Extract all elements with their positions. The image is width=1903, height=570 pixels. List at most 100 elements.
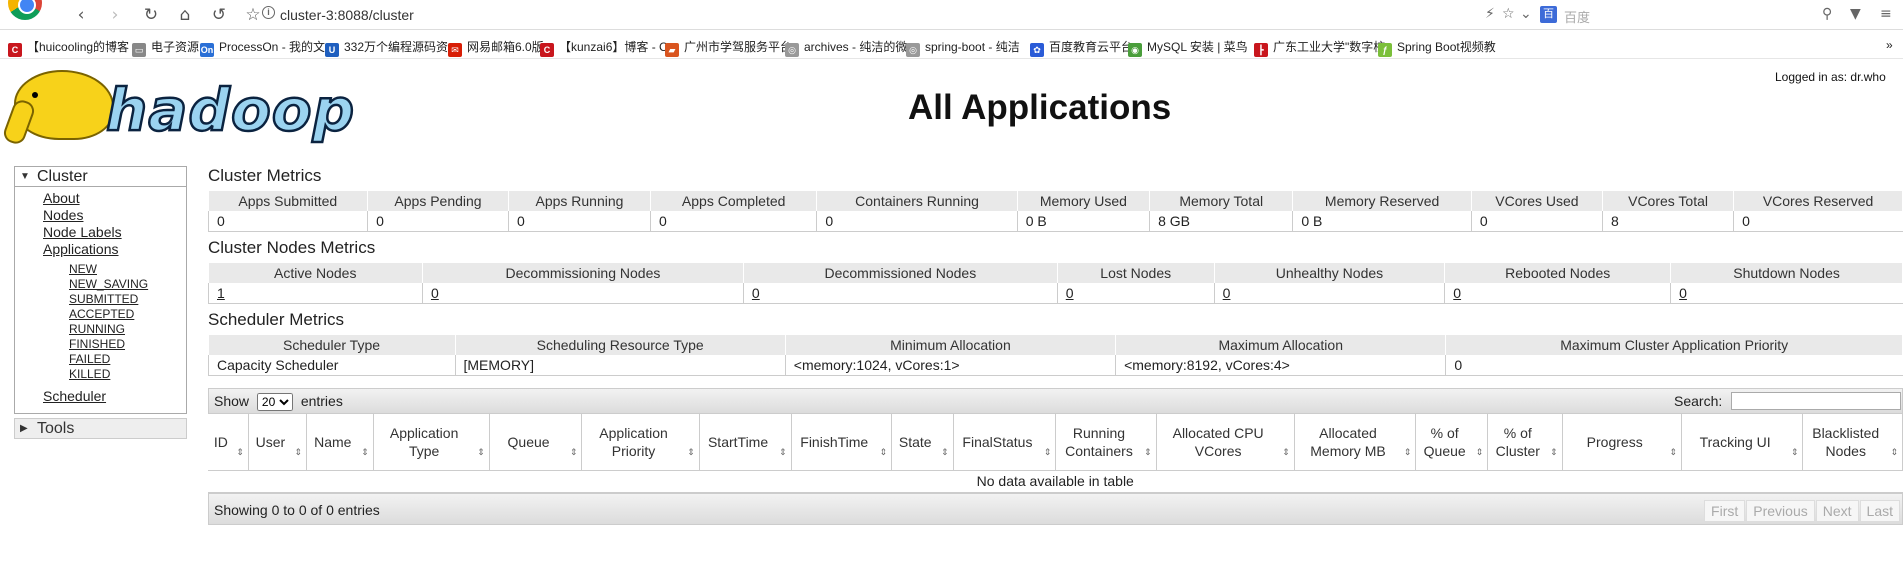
metric-value-memory-used: 0 B [1016,211,1150,232]
sidebar-state-link-failed[interactable]: FAILED [69,352,111,366]
sidebar-state-link-accepted[interactable]: ACCEPTED [69,307,135,321]
bookmark-item[interactable]: ◎archives - 纯洁的微 [785,38,907,57]
undo-icon[interactable]: ↺ [211,5,227,25]
sort-icon: ⇕ [778,447,787,458]
metric-link-active-nodes[interactable]: 1 [217,284,225,301]
column-header-finalstatus[interactable]: FinalStatus⇕ [953,414,1057,471]
metric-value-decommissioned-nodes[interactable]: 0 [742,283,1058,304]
bookmark-item[interactable]: ▭电子资源 [132,38,199,57]
sort-icon: ⇕ [294,447,302,458]
sidebar-link-about[interactable]: About [43,190,80,206]
column-header-progress[interactable]: Progress⇕ [1562,414,1682,471]
hadoop-logo[interactable]: hadoop [14,70,355,145]
bookmark-label: spring-boot - 纯洁 [925,40,1020,54]
column-label: Application Priority [599,424,668,459]
url-field[interactable]: cluster-3:8088/cluster [280,7,414,23]
metric-link-decommissioning-nodes[interactable]: 0 [430,284,439,301]
metric-link-decommissioned-nodes[interactable]: 0 [751,284,760,301]
column-header-finishtime[interactable]: FinishTime⇕ [791,414,892,471]
table-search-input[interactable] [1731,392,1901,410]
column-header-state[interactable]: State⇕ [891,414,954,471]
home-icon[interactable]: ⌂ [179,5,191,25]
column-header-name[interactable]: Name⇕ [306,414,374,471]
metric-value-decommissioning-nodes[interactable]: 0 [421,283,744,304]
metric-link-rebooted-nodes[interactable]: 0 [1453,284,1462,301]
more-icon[interactable]: ≡ [1880,6,1892,22]
sidebar-state-link-finished[interactable]: FINISHED [69,337,126,351]
bookmark-favicon-icon: ┣ [1254,43,1268,57]
triangle-right-icon: ▶ [20,423,28,434]
sidebar-state-link-new-saving[interactable]: NEW_SAVING [69,277,149,291]
bookmark-item[interactable]: C【kunzai6】博客 - C [540,38,668,57]
metric-value-shutdown-nodes[interactable]: 0 [1670,283,1903,304]
metric-value-active-nodes[interactable]: 1 [208,283,423,304]
bookmark-item[interactable]: ▰广州市学驾服务平台 [665,38,792,57]
page-size-select[interactable]: 20 [256,393,293,411]
metric-header-scheduling-resource-type: Scheduling Resource Type [455,335,786,355]
bookmark-item[interactable]: C【huicooling的博客 [8,38,129,57]
sidebar-state-link-new[interactable]: NEW [69,262,97,276]
bookmark-label: 【huicooling的博客 [27,40,130,54]
column-header-of-queue[interactable]: % of Queue⇕ [1415,414,1489,471]
star-icon[interactable]: ☆ [245,5,261,25]
search-label: Search: [1674,393,1723,409]
hadoop-logo-text: hadoop [105,76,356,144]
column-header-application-type[interactable]: Application Type⇕ [373,414,490,471]
metric-link-unhealthy-nodes[interactable]: 0 [1222,284,1231,301]
sidebar-state-link-running[interactable]: RUNNING [69,322,125,336]
reload-icon[interactable]: ↻ [143,5,159,25]
column-header-application-priority[interactable]: Application Priority⇕ [581,414,700,471]
sidebar-link-nodes[interactable]: Nodes [43,207,84,223]
bookmark-item[interactable]: ✉网易邮箱6.0版 [448,38,544,57]
pager-next-button[interactable]: Next [1815,499,1859,522]
sidebar-link-applications[interactable]: Applications [43,241,119,257]
column-header-of-cluster[interactable]: % of Cluster⇕ [1487,414,1563,471]
sidebar-link-scheduler[interactable]: Scheduler [43,388,107,404]
metric-value-containers-running: 0 [816,211,1018,232]
chevron-down-icon[interactable]: ⌄ [1520,6,1532,22]
forward-icon[interactable]: › [111,5,119,25]
browser-logo-icon [8,0,42,20]
tools-accordion-header[interactable]: ▶ Tools [14,418,187,439]
metric-link-lost-nodes[interactable]: 0 [1065,284,1074,301]
back-icon[interactable]: ‹ [77,5,85,25]
bookmark-label: 广东工业大学"数字校 [1273,40,1386,54]
column-header-allocated-cpu-vcores[interactable]: Allocated CPU VCores⇕ [1156,414,1295,471]
flash-icon[interactable]: ⚡ [1485,6,1495,22]
column-header-user[interactable]: User⇕ [248,414,307,471]
pager-first-button[interactable]: First [1704,499,1746,522]
bookmark-star-icon[interactable]: ☆ [1502,6,1515,22]
bookmark-label: 332万个编程源码资 [344,40,449,54]
column-header-tracking-ui[interactable]: Tracking UI⇕ [1681,414,1804,471]
column-header-allocated-memory-mb[interactable]: Allocated Memory MB⇕ [1294,414,1417,471]
pager-last-button[interactable]: Last [1859,499,1900,522]
column-header-queue[interactable]: Queue⇕ [489,414,583,471]
info-icon[interactable]: i [262,6,275,19]
menu-icon[interactable]: ▼ [1850,6,1861,22]
bookmark-item[interactable]: ✿百度教育云平台 [1030,38,1133,57]
sidebar-link-node-labels[interactable]: Node Labels [43,224,122,240]
column-header-running-containers[interactable]: Running Containers⇕ [1055,414,1157,471]
column-header-id[interactable]: ID⇕ [208,414,249,471]
bookmark-item[interactable]: ◎spring-boot - 纯洁 [906,38,1020,57]
sidebar-state-link-submitted[interactable]: SUBMITTED [69,292,139,306]
pager-previous-button[interactable]: Previous [1746,499,1815,522]
bookmark-item[interactable]: ┣ 广东工业大学"数字校 [1254,38,1385,57]
column-label: Application Type [389,424,459,459]
cluster-accordion-header[interactable]: ▼ Cluster [14,166,187,187]
metric-link-shutdown-nodes[interactable]: 0 [1679,284,1687,301]
search-icon[interactable]: ⚲ [1822,6,1833,22]
sidebar-state-link-killed[interactable]: KILLED [69,367,111,381]
metric-value-lost-nodes[interactable]: 0 [1056,283,1215,304]
bookmark-item[interactable]: ◉MySQL 安装 | 菜鸟 [1128,38,1248,57]
column-header-starttime[interactable]: StartTime⇕ [699,414,792,471]
metric-value-unhealthy-nodes[interactable]: 0 [1213,283,1445,304]
column-label: FinalStatus [962,433,1033,450]
column-header-blacklisted-nodes[interactable]: Blacklisted Nodes⇕ [1802,414,1903,471]
metric-value-rebooted-nodes[interactable]: 0 [1444,283,1671,304]
bookmarks-overflow-icon[interactable]: » [1886,38,1893,52]
browser-search-box[interactable]: 百 百度 [1540,4,1840,26]
